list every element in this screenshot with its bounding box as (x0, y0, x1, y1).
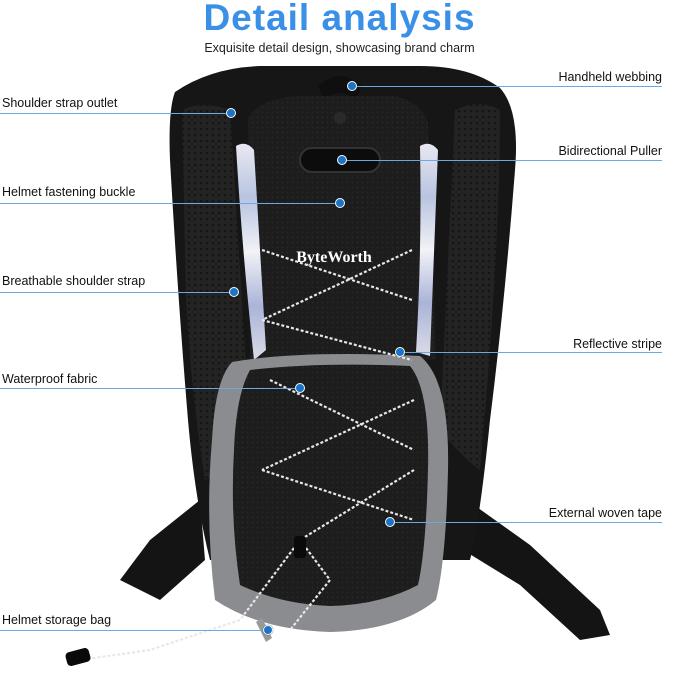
bungee-cord (79, 248, 415, 662)
page-subtitle: Exquisite detail design, showcasing bran… (204, 41, 475, 55)
callout-dot (347, 81, 357, 91)
callout-label: Shoulder strap outlet (2, 96, 118, 110)
brand-logo: ByteWorth (296, 249, 372, 266)
callout-label: Reflective stripe (573, 337, 662, 351)
front-body (248, 96, 436, 360)
callout-label: Handheld webbing (558, 70, 662, 84)
reflective-stripe-shape (236, 143, 266, 360)
bottom-strap (120, 495, 610, 640)
callout-label: Helmet fastening buckle (2, 185, 136, 199)
callout-dot (229, 287, 239, 297)
page-title: Detail analysis (203, 0, 476, 38)
callout-label: Bidirectional Puller (558, 144, 662, 158)
callout-dot (226, 108, 236, 118)
callout-dot (295, 383, 305, 393)
callout-dot (335, 198, 345, 208)
callout-dot (263, 625, 273, 635)
callout-label: External woven tape (548, 506, 662, 520)
callout-dot (337, 155, 347, 165)
callout-label: Breathable shoulder strap (2, 274, 146, 288)
callout-label: Helmet storage bag (2, 613, 112, 627)
callout-dot (385, 517, 395, 527)
callout-label: Waterproof fabric (2, 372, 98, 386)
callout-dot (395, 347, 405, 357)
